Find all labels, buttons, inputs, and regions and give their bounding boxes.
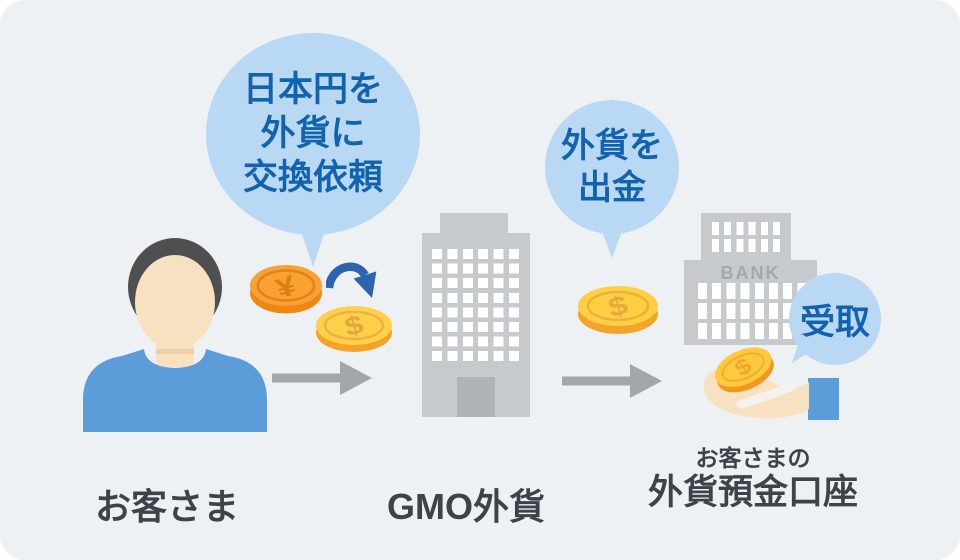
bubble-line: 日本円を	[242, 70, 383, 109]
label-company: GMO外貨	[387, 486, 545, 527]
hand-sleeve-cuff	[808, 378, 839, 420]
flow-arrow-icon	[272, 361, 372, 395]
person-shirt	[83, 349, 267, 432]
building-body	[422, 233, 530, 417]
bubble-line: 交換依頼	[242, 158, 383, 197]
bubble-line: 受取	[799, 302, 870, 342]
flow-arrow-shaft	[562, 376, 632, 386]
dollar-coin-icon: $	[316, 306, 392, 352]
flow-arrow-head	[630, 364, 662, 398]
bubble-line: 外貨に	[260, 114, 366, 153]
customer-person-illustration	[83, 238, 267, 432]
flow-arrow-icon	[562, 364, 662, 398]
exchange-arrow-head	[353, 271, 377, 298]
speech-bubble-exchange-tail	[299, 225, 327, 267]
coin-ring	[256, 269, 316, 302]
coin-ring	[586, 290, 650, 322]
speech-bubble-withdraw-tail	[600, 226, 624, 258]
dollar-coin-in-hand-icon: $	[714, 347, 774, 393]
speech-bubble-receive: 受取	[789, 273, 881, 365]
dollar-coin-icon: $	[578, 286, 658, 334]
label-customer: お客さま	[94, 486, 239, 527]
flow-arrow-head	[340, 361, 372, 395]
bank-base-windows	[698, 283, 806, 339]
bubble-line: 出金	[578, 169, 646, 207]
speech-bubble-withdraw: 外貨を 出金	[545, 100, 679, 234]
hand-thumb-gap	[735, 382, 797, 409]
yen-coin-icon: ¥	[250, 265, 322, 314]
person-neck-shadow	[156, 349, 194, 354]
building-door	[457, 377, 495, 417]
bubble-line: 外貨を	[561, 127, 663, 165]
exchange-arrow-curve	[326, 262, 369, 289]
building-windows	[432, 249, 519, 361]
coin-ring	[721, 352, 765, 382]
bank-tower	[701, 213, 791, 263]
speech-bubble-withdraw-text: 外貨を 出金	[561, 125, 663, 209]
bank-tower-windows	[712, 222, 780, 252]
label-account-name: 外貨預金口座	[647, 473, 858, 512]
speech-bubble-exchange: 日本円を 外貨に 交換依頼	[206, 33, 420, 235]
bank-sign: BANK	[720, 263, 781, 283]
speech-bubble-exchange-text: 日本円を 外貨に 交換依頼	[243, 68, 383, 200]
label-account-owner: お客さまの	[695, 445, 811, 471]
coin-face	[714, 347, 772, 387]
coin-ring	[323, 310, 385, 341]
exchange-arrow-icon	[326, 262, 377, 298]
gmo-building-illustration	[422, 213, 530, 417]
person-face	[135, 255, 215, 349]
label-account: お客さまの 外貨預金口座	[613, 443, 893, 512]
flow-arrow-shaft	[272, 373, 342, 383]
